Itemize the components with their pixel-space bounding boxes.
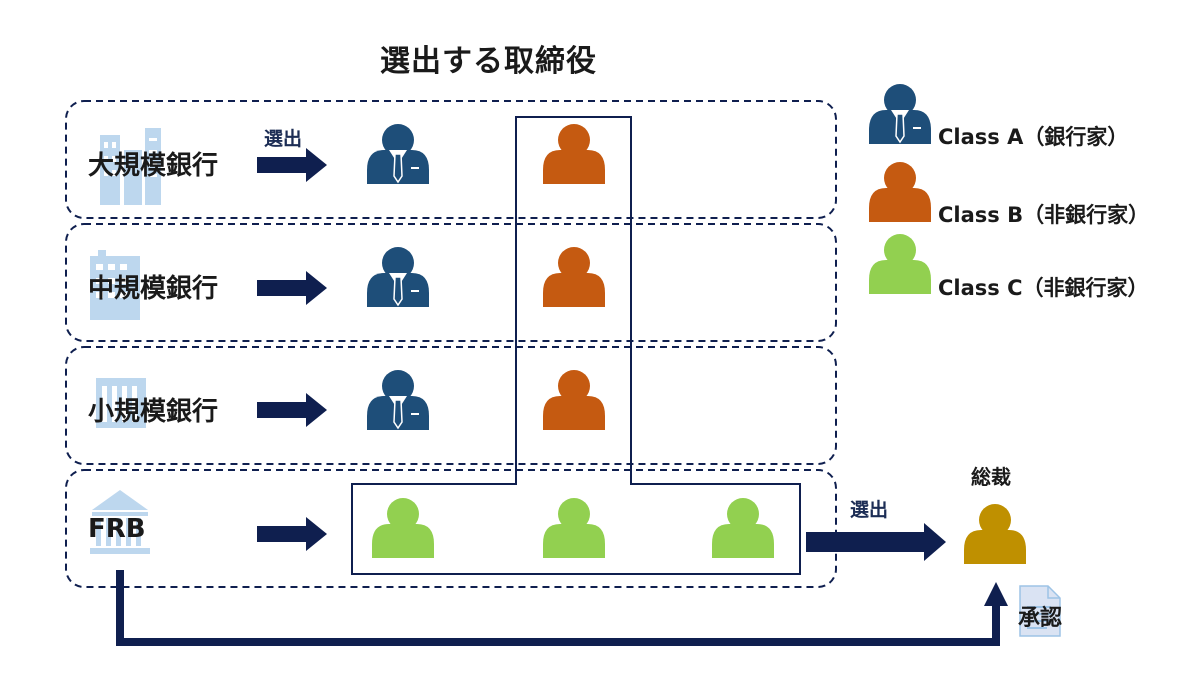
class-c-person-icon [543, 498, 605, 558]
approval-arrowhead [984, 582, 1008, 606]
elect-label-top: 選出 [264, 128, 303, 150]
class-c-person-icon [712, 498, 774, 558]
small-building-icon [96, 378, 146, 428]
row-box-small-banks [65, 346, 837, 465]
row-label-small-banks: 小規模銀行 [88, 397, 219, 427]
class-c-person-icon [372, 498, 434, 558]
row-label-medium-banks: 中規模銀行 [88, 274, 219, 304]
diagram-title: 選出する取締役 [380, 44, 597, 79]
row-box-large-banks [65, 100, 837, 219]
chair-person-icon [964, 504, 1026, 564]
class-a-banker-icon [366, 123, 430, 185]
board-outline [351, 116, 801, 575]
chair-label: 総裁 [971, 465, 1011, 489]
row-label-frb: FRB [88, 514, 146, 544]
legend-class-a-icon [868, 83, 932, 145]
elect-label-chair: 選出 [850, 499, 889, 521]
row-box-medium-banks [65, 223, 837, 342]
class-b-person-icon [543, 370, 605, 430]
office-towers-icon [100, 128, 161, 205]
federal-reserve-building-icon [90, 490, 150, 554]
legend-class-a-label: Class A（銀行家） [938, 125, 1129, 149]
approval-label: 承認 [1018, 606, 1063, 631]
office-building-icon [90, 250, 140, 320]
class-a-banker-icon [366, 369, 430, 431]
arrow-small-banks [257, 393, 327, 427]
arrow-to-chair [806, 523, 946, 561]
row-label-large-banks: 大規模銀行 [88, 151, 219, 181]
class-b-person-icon [543, 247, 605, 307]
row-box-frb [65, 469, 837, 588]
approval-line [116, 570, 1000, 646]
legend-class-b-icon [869, 162, 931, 222]
legend-class-b-label: Class B（非銀行家） [938, 203, 1150, 227]
arrow-large-banks [257, 148, 327, 182]
legend-class-c-icon [869, 234, 931, 294]
class-b-person-icon [543, 124, 605, 184]
class-a-banker-icon [366, 246, 430, 308]
arrow-medium-banks [257, 271, 327, 305]
arrow-frb [257, 517, 327, 551]
legend-class-c-label: Class C（非銀行家） [938, 276, 1149, 300]
